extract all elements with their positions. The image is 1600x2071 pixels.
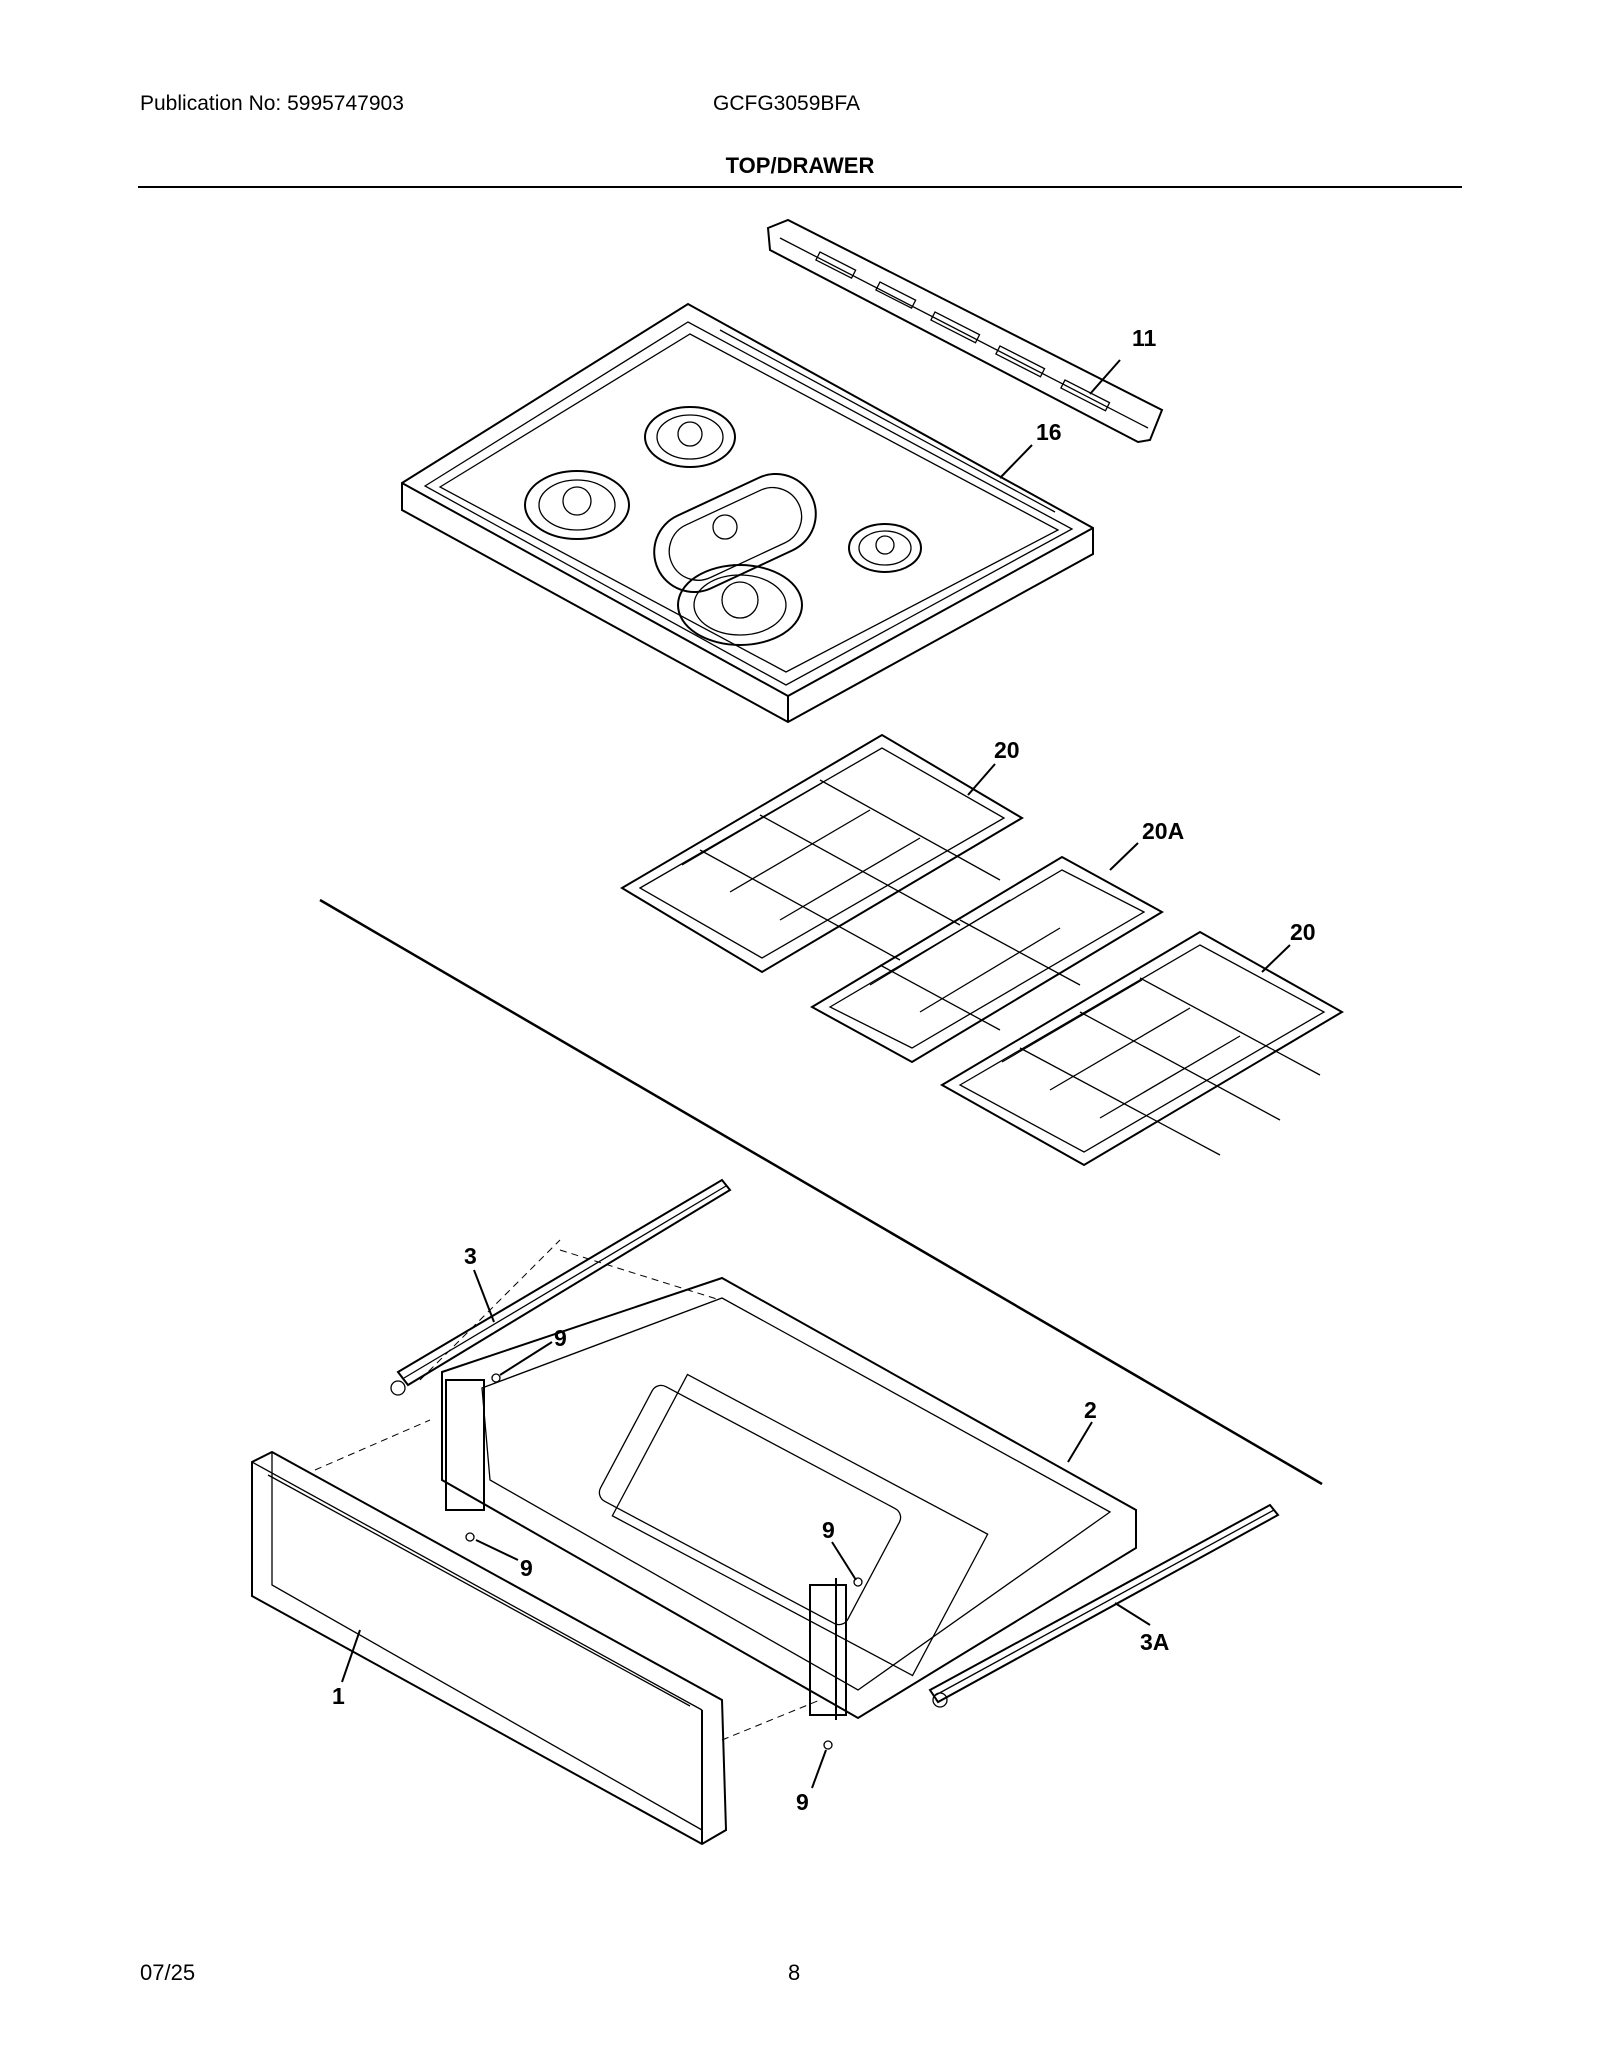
callout-20A: 20A: [1142, 818, 1184, 844]
leader-9d: [811, 1749, 827, 1789]
callout-2: 2: [1084, 1397, 1097, 1423]
page-number: 8: [788, 1960, 801, 1985]
leader-16: [999, 444, 1033, 479]
part-grate-right: [940, 930, 1344, 1167]
callout-1: 1: [332, 1683, 345, 1709]
footer-date: 07/25: [140, 1960, 196, 1985]
leader-11: [1089, 359, 1121, 395]
screw-icon: [465, 1532, 475, 1542]
part-drawer-front: [251, 1450, 728, 1846]
part-slide-left: [390, 1178, 732, 1396]
callout-20: 20: [1290, 919, 1316, 945]
callout-9: 9: [822, 1517, 835, 1543]
section-title: TOP/DRAWER: [725, 153, 875, 178]
leader-1: [341, 1629, 361, 1683]
callout-9: 9: [796, 1789, 809, 1815]
leader-9b: [475, 1539, 519, 1561]
part-grate-left: [620, 733, 1024, 974]
leader-9c: [831, 1541, 857, 1581]
part-slide-right: [928, 1503, 1280, 1708]
callout-3: 3: [464, 1243, 477, 1269]
callout-11: 11: [1132, 325, 1157, 351]
leader-3A: [1114, 1602, 1151, 1626]
leader-20a: [967, 763, 996, 796]
part-rear-trim: [766, 218, 1164, 444]
leader-3: [473, 1269, 495, 1323]
leader-20A: [1109, 842, 1139, 871]
model-number: GCFG3059BFA: [713, 92, 861, 115]
screw-icon: [491, 1373, 501, 1383]
leader-9a: [499, 1341, 553, 1376]
publication-number: Publication No: 5995747903: [140, 92, 404, 115]
callout-9: 9: [520, 1555, 533, 1581]
part-grate-center: [809, 855, 1165, 1064]
screw-icon: [823, 1740, 833, 1750]
header-rule: [138, 186, 1462, 188]
screw-icon: [853, 1577, 863, 1587]
leader-2: [1067, 1421, 1093, 1463]
callout-9: 9: [554, 1325, 567, 1351]
part-cooktop: [401, 302, 1094, 724]
callout-3A: 3A: [1140, 1629, 1169, 1655]
callout-16: 16: [1036, 419, 1062, 445]
part-drawer-body: [441, 1276, 1137, 1720]
section-divider: [319, 898, 1323, 1486]
callout-20: 20: [994, 737, 1020, 763]
leader-20b: [1261, 944, 1291, 973]
